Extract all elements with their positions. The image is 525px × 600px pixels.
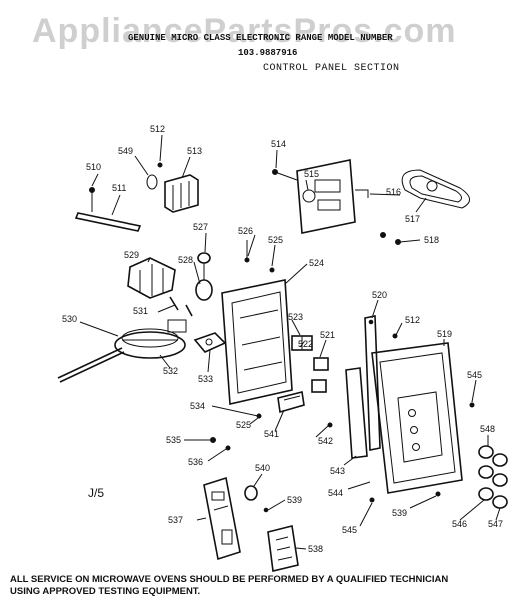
part-label: 546 (452, 519, 467, 529)
part-530-timer (57, 319, 187, 383)
part-label: 515 (304, 169, 319, 179)
part-label: 527 (193, 222, 208, 232)
part-label: 523 (288, 312, 303, 322)
part-label: 512 (405, 315, 420, 325)
part-label: 510 (86, 162, 101, 172)
part-label: 519 (437, 329, 452, 339)
part-537-board (203, 476, 241, 561)
part-label: 545 (467, 370, 482, 380)
part-522-relay (291, 335, 313, 351)
part-label: 537 (168, 515, 183, 525)
part-label: 525 (236, 420, 251, 430)
part-label: 531 (133, 306, 148, 316)
part-label: 512 (150, 124, 165, 134)
part-label: 522 (298, 339, 313, 349)
part-label: 513 (187, 146, 202, 156)
part-label: 529 (124, 250, 139, 260)
part-label: 543 (330, 466, 345, 476)
part-519-bezel (371, 342, 475, 494)
part-515-module (272, 159, 369, 234)
part-535-screws (210, 413, 333, 451)
part-label: 536 (188, 457, 203, 467)
part-label: 518 (424, 235, 439, 245)
part-528-spindle (195, 252, 213, 301)
part-label: 517 (405, 214, 420, 224)
part-label: 540 (255, 463, 270, 473)
section-title: CONTROL PANEL SECTION (263, 63, 400, 74)
part-label: 532 (163, 366, 178, 376)
part-529-block (127, 257, 176, 299)
part-label: 530 (62, 314, 77, 324)
part-label: 542 (318, 436, 333, 446)
part-517-harness (401, 169, 470, 209)
part-label: 534 (190, 401, 205, 411)
part-label: 544 (328, 488, 343, 498)
part-label: 539 (287, 495, 302, 505)
page-mark: J/5 (88, 486, 105, 500)
part-label: 548 (480, 424, 495, 434)
part-label: 511 (112, 183, 126, 193)
part-label: 525 (268, 235, 283, 245)
service-warning: ALL SERVICE ON MICROWAVE OVENS SHOULD BE… (10, 574, 522, 598)
part-label: 516 (386, 187, 401, 197)
part-label: 535 (166, 435, 181, 445)
part-518-screws (380, 232, 421, 245)
part-label: 545 (342, 525, 357, 535)
part-511-bracket (74, 187, 142, 232)
part-label: 533 (198, 374, 213, 384)
part-label: 528 (178, 255, 193, 265)
model-number: 103.9887916 (238, 48, 298, 58)
part-538-pad (267, 525, 299, 572)
part-548-knobs (478, 445, 508, 509)
part-label: 538 (308, 544, 323, 554)
service-warning-line-2: USING APPROVED TESTING EQUIPMENT. (10, 586, 201, 597)
part-541-pad (277, 391, 305, 414)
part-521-blocks (311, 357, 329, 393)
part-543-panel (345, 367, 368, 459)
part-label: 547 (488, 519, 503, 529)
service-warning-line-1: ALL SERVICE ON MICROWAVE OVENS SHOULD BE… (10, 574, 449, 585)
part-label: 541 (264, 429, 279, 439)
part-label: 514 (271, 139, 286, 149)
part-label: 524 (309, 258, 324, 268)
part-540-knob (244, 485, 269, 513)
part-label: 520 (372, 290, 387, 300)
leader-lines (79, 134, 501, 550)
part-labels: 510 511 512 549 513 514 515 516 517 518 … (62, 124, 503, 554)
part-label: 526 (238, 226, 253, 236)
part-label: 521 (320, 330, 335, 340)
part-531-clips (169, 296, 193, 317)
part-label: 549 (118, 146, 133, 156)
watermark: AppliancePartsPros.com (32, 12, 457, 50)
part-524-bracket (221, 240, 293, 405)
part-513-switch (146, 162, 199, 213)
part-545-screws (369, 491, 441, 503)
diagram-title: GENUINE MICRO CLASS ELECTRONIC RANGE MOD… (128, 33, 393, 43)
part-label: 539 (392, 508, 407, 518)
part-533-plate (193, 332, 227, 353)
